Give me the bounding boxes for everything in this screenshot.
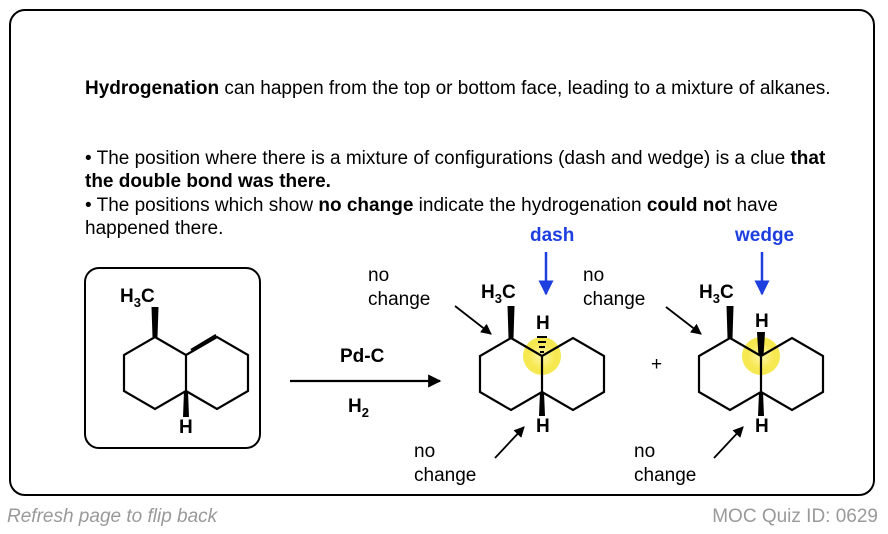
no-change-arrow: [665, 306, 702, 335]
quiz-card: [9, 9, 875, 496]
methyl-wedge: [726, 306, 734, 338]
h-label: H: [755, 311, 769, 332]
h-wedge: [539, 392, 545, 416]
svg-text:change: change: [634, 465, 696, 486]
no-change-top-right: no change: [583, 265, 645, 310]
h-wedge: [183, 391, 189, 417]
quiz-id: MOC Quiz ID: 0629: [712, 506, 878, 527]
h-label: H: [536, 313, 550, 334]
svg-text:no: no: [634, 441, 655, 462]
methyl-label: H3C: [481, 282, 516, 306]
reagent-hydrogen: H2: [348, 396, 369, 420]
svg-text:change: change: [368, 289, 430, 310]
no-change-bottom-left: no change: [414, 441, 476, 486]
dash-label: dash: [530, 225, 574, 246]
refresh-hint: Refresh page to flip back: [7, 506, 218, 527]
intro-text: Hydrogenation can happen from the top or…: [85, 78, 831, 99]
h-label: H: [755, 416, 769, 437]
svg-text:change: change: [414, 465, 476, 486]
starting-material-structure: [122, 334, 250, 411]
reagent-catalyst: Pd-C: [340, 346, 385, 367]
svg-text:no: no: [583, 265, 604, 286]
no-change-arrow: [494, 426, 525, 459]
h-wedge-top: [757, 332, 765, 356]
bullet-double-bond-clue: • The position where there is a mixture …: [85, 148, 826, 192]
h-wedge: [758, 392, 764, 416]
methyl-label: H3C: [120, 286, 155, 310]
svg-text:change: change: [583, 289, 645, 310]
no-change-arrow: [713, 426, 744, 459]
methyl-label: H3C: [699, 282, 734, 306]
plus-sign: +: [651, 354, 662, 375]
bullet-no-change: • The positions which show no change ind…: [85, 195, 778, 239]
starting-material-box: [84, 267, 261, 449]
no-change-arrow: [454, 305, 492, 335]
methyl-wedge: [507, 306, 515, 338]
wedge-label: wedge: [734, 225, 794, 246]
no-change-top-left: no change: [368, 265, 430, 310]
product-dash-structure: [478, 336, 606, 412]
no-change-bottom-right: no change: [634, 441, 696, 486]
svg-text:no: no: [368, 265, 389, 286]
h-label: H: [179, 417, 193, 438]
methyl-wedge: [151, 307, 159, 337]
h-hash-bond: [537, 336, 547, 353]
h-label: H: [536, 416, 550, 437]
svg-text:no: no: [414, 441, 435, 462]
